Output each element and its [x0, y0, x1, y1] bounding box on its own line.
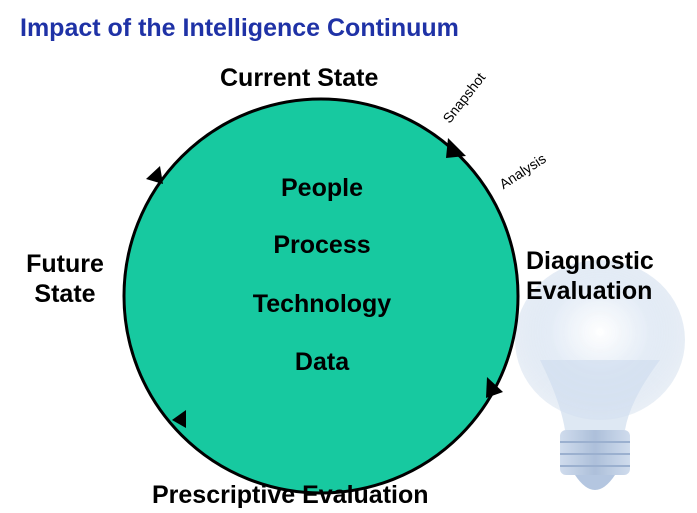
- stage-diagnostic-line2: Evaluation: [526, 277, 653, 305]
- continuum-circle: [122, 97, 520, 495]
- core-data: Data: [294, 348, 350, 376]
- arrow-future: [146, 166, 163, 184]
- core-process: Process: [273, 231, 371, 259]
- stage-diagnostic-evaluation: Diagnostic Evaluation: [526, 246, 654, 306]
- stage-diagnostic-line1: Diagnostic: [526, 247, 654, 275]
- arrow-diagnostic: [486, 377, 503, 398]
- lightbulb-icon: [515, 260, 685, 490]
- stage-current-state: Current State: [220, 64, 379, 92]
- core-people: People: [281, 174, 363, 202]
- arrow-prescriptive: [172, 410, 186, 428]
- stage-future-state: Future State: [10, 249, 120, 309]
- page-title: Impact of the Intelligence Continuum: [20, 14, 459, 42]
- arrow-snapshot: [446, 138, 466, 158]
- cycle-arrows: [146, 138, 503, 428]
- stage-prescriptive-evaluation: Prescriptive Evaluation: [152, 481, 429, 509]
- stage-future-line1: Future: [26, 250, 104, 278]
- core-technology: Technology: [252, 290, 392, 318]
- stage-future-line2: State: [34, 280, 96, 308]
